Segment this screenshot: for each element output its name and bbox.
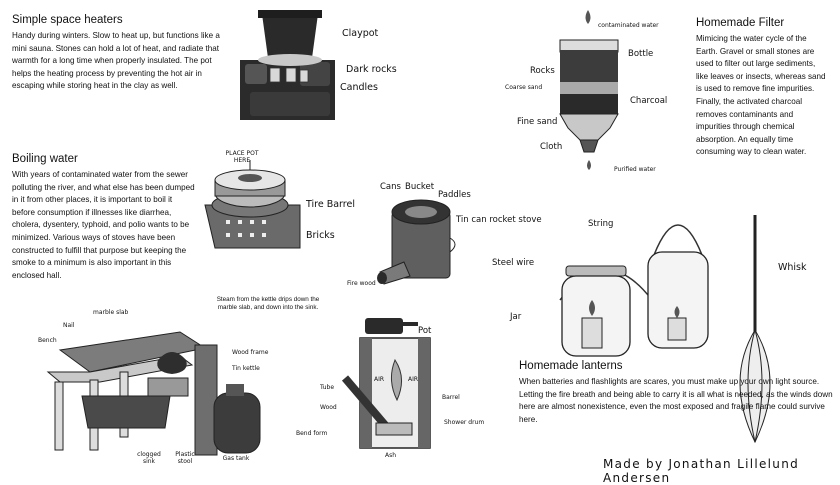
nail-label: Nail [63,322,75,329]
lanterns-drawing [559,215,771,444]
place-pot-label: PLACE POT HERE [225,150,259,164]
ash-label: Ash [385,452,397,459]
fire-wood-label: Fire wood [347,280,376,287]
paddles-label: Paddles [438,190,471,200]
filter-title: Homemade Filter [696,17,785,29]
bench-label: Bench [38,337,57,344]
rocks-label: Rocks [530,66,555,76]
steel-wire-label: Steel wire [492,258,535,268]
filter-section: Homemade Filter Mimicing the water cycle… [696,17,826,159]
cloth-label: Cloth [540,142,563,152]
clogged-sink-label: clogged sink [137,451,161,465]
heaters-title: Simple space heaters [12,14,123,26]
charcoal-label: Charcoal [630,96,668,106]
bend-form-label: Bend form [296,430,328,437]
space-heater-drawing [240,10,335,120]
string-label: String [588,219,614,229]
heaters-text: Handy during winters. Slow to heat up, b… [12,31,220,91]
sink-drawing [46,331,261,456]
bucket-label: Bucket [405,182,435,192]
lanterns-title: Homemade lanterns [519,360,623,372]
pot-label: Pot [418,326,432,336]
claypot-label: Claypot [342,28,379,39]
dark-rocks-label: Dark rocks [346,64,397,75]
marble-slab-label: marble slab [93,309,129,316]
heaters-section: Simple space heaters Handy during winter… [12,14,232,93]
tire-barrel-drawing [204,160,301,249]
bottle-label: Bottle [628,49,654,59]
filter-text: Mimicing the water cycle of the Earth. G… [696,34,826,157]
boiling-title: Boiling water [12,153,78,165]
filter-bottle-drawing [559,10,619,170]
cans-label: Cans [380,182,401,192]
shower-drum-label: Shower drum [444,419,485,426]
gas-tank-label: Gas tank [222,455,250,462]
fine-sand-label: Fine sand [517,117,558,127]
barrel-label: Barrel [442,394,460,401]
tube-label: Tube [320,384,335,391]
tire-barrel-label: Tire Barrel [306,199,355,210]
whisk-label: Whisk [778,262,807,273]
coarse-sand-label: Coarse sand [505,84,543,91]
bricks-label: Bricks [306,230,335,241]
lanterns-text: When batteries and flashlights are scare… [519,377,833,424]
wood-frame-label: Wood frame [232,349,269,356]
boiling-section: Boiling water With years of contaminated… [12,153,197,282]
tin-kettle-label: Tin kettle [232,365,260,372]
wood-label: Wood [320,404,337,411]
barrel-stove-drawing [341,318,431,449]
contaminated-water-label: contaminated water [598,22,659,29]
candles-label: Candles [340,82,378,93]
signature: Made by Jonathan Lillelund Andersen [603,457,800,485]
air-label-right: AIR [408,376,419,383]
plastic-stool-label: Plastic stool [175,451,195,465]
rocket-stove-drawing [377,199,456,285]
boiling-text: With years of contaminated water from th… [12,170,195,280]
jar-label: Jar [510,312,522,322]
purified-water-label: Purified water [614,166,656,173]
lanterns-section: Homemade lanterns When batteries and fla… [519,360,834,426]
air-label-left: AIR [374,376,385,383]
rocket-stove-label: Tin can rocket stove [456,215,542,225]
sink-note: Steam from the kettle drips down the mar… [216,296,320,311]
